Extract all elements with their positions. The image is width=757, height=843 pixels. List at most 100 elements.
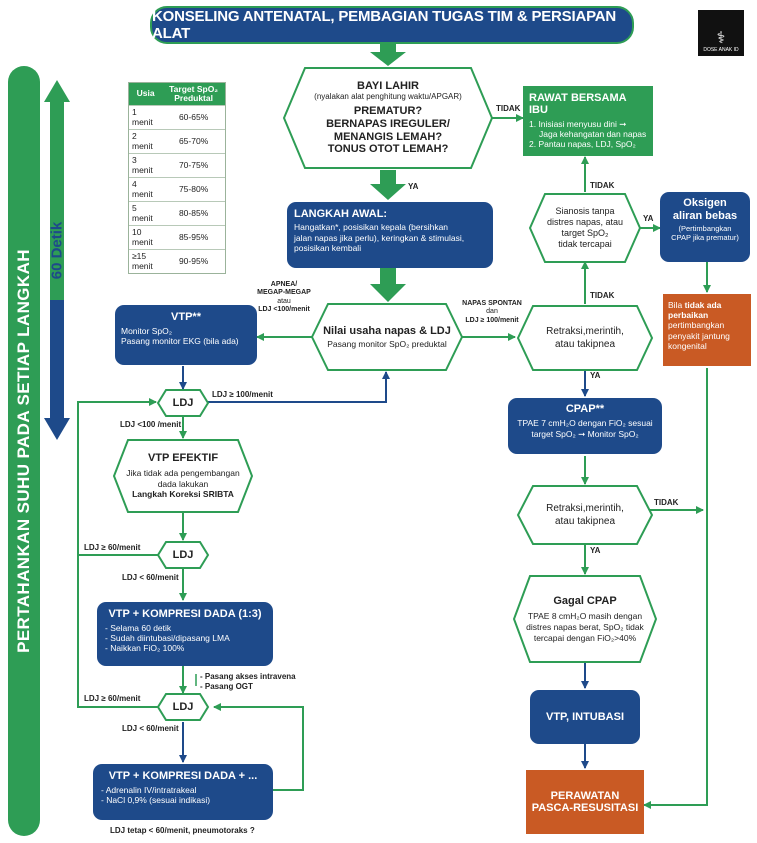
header-banner: KONSELING ANTENATAL, PEMBAGIAN TUGAS TIM… [150, 6, 634, 44]
timer-label: 60 Detik [48, 221, 66, 279]
label-spontan-3: LDJ ≥ 100/menit [465, 316, 519, 324]
oksigen-line-1: (Pertimbangkan [678, 224, 732, 234]
spo2-target-cell: 70-75% [162, 152, 225, 178]
bila-bold-1: tidak ada [684, 300, 722, 310]
kompresi2-line-1: - Adrenalin IV/intratrakeal [101, 785, 197, 795]
vtp-efektif-line-3: Langkah Koreksi SRIBTA [132, 489, 234, 500]
bila-line-2: penyakit jantung [668, 330, 730, 341]
spo2-target-cell: 65-70% [162, 128, 225, 154]
oksigen-title-1: Oksigen [683, 197, 727, 209]
cpap-line-2: target SpO₂ ➞ Monitor SpO₂ [531, 428, 639, 439]
spo2-age-cell: 1 menit [129, 104, 163, 130]
timer-label-wrap: 60 Detik [42, 220, 72, 280]
cpap-line-1: TPAE 7 cmH₂O dengan FiO₂ sesuai [517, 418, 653, 428]
nilai-title: Nilai usaha napas & LDJ [323, 325, 451, 337]
bayi-lahir-q2: BERNAPAS IREGULER/ [326, 117, 450, 130]
kompresi1-line-3: - Naikkan FiO₂ 100% [105, 643, 185, 654]
oksigen-line-2: CPAP jika prematur) [671, 233, 739, 243]
label-tidak-retraksi1: TIDAK [590, 291, 615, 300]
rawat-title: RAWAT BERSAMA IBU [529, 92, 627, 116]
label-ya-retraksi1: YA [590, 371, 601, 380]
vtp-line-2: Pasang monitor EKG (bila ada) [121, 336, 239, 347]
bila-pre: Bila [668, 300, 683, 310]
ldj-node-1-label: LDJ [172, 397, 194, 409]
bayi-lahir-title: BAYI LAHIR [357, 80, 419, 93]
rawat-item-1b: Jaga kehangatan dan napas [539, 129, 647, 140]
label-apnea-2: MEGAP-MEGAP [257, 289, 311, 297]
kompresi1-line-1: - Selama 60 detik [105, 623, 172, 633]
ldj-node-2-label: LDJ [172, 549, 194, 561]
vtp-title: VTP** [171, 311, 201, 323]
vtp-efektif-node: VTP EFEKTIF Jika tidak ada pengembangan … [116, 442, 250, 510]
rawat-item-2: 2. Pantau napas, LDJ, SpO₂ [529, 139, 636, 150]
label-apnea-3: atau [277, 297, 291, 305]
nilai-body: Pasang monitor SpO₂ preduktal [327, 339, 447, 349]
label-apnea-4: LDJ <100/menit [258, 306, 310, 314]
bila-line-1: pertimbangkan [668, 320, 725, 331]
spo2-target-cell: 85-95% [162, 224, 225, 250]
retraksi1-node: Retraksi,merintih, atau takipnea [520, 308, 650, 368]
spo2-target-cell: 75-80% [162, 176, 225, 202]
ldj-node-3: LDJ [158, 694, 208, 720]
cpap-title: CPAP** [565, 403, 605, 415]
perawatan-line-1: PERAWATAN [550, 790, 620, 802]
retraksi1-line-2: atau takipnea [554, 339, 616, 350]
langkah-title: LANGKAH AWAL: [294, 208, 388, 220]
logo-text: DOSE ANAK ID [703, 47, 739, 53]
label-tidak-retraksi2: TIDAK [654, 498, 679, 507]
label-spontan-1: NAPAS SPONTAN [462, 300, 522, 307]
spo2-age-cell: 10 menit [129, 224, 163, 250]
sianosis-line-3: target SpO₂ [561, 228, 609, 238]
spo2-header-target: Target SpO₂ Preduktal [162, 83, 225, 106]
ldj-node-1: LDJ [158, 390, 208, 416]
kompresi1-line-2: - Sudah diintubasi/dipasang LMA [105, 633, 230, 644]
header-title: KONSELING ANTENATAL, PEMBAGIAN TUGAS TIM… [152, 8, 617, 42]
akses-line-1: - Pasang akses intravena [200, 672, 296, 681]
retraksi2-line-2: atau takipnea [554, 516, 616, 527]
vtp-intubasi-title: VTP, INTUBASI [545, 711, 625, 723]
spo2-age-cell: 5 menit [129, 200, 163, 226]
oksigen-node: Oksigen aliran bebas (Pertimbangkan CPAP… [660, 192, 750, 262]
spo2-target-cell: 60-65% [162, 104, 225, 130]
label-ldj-ge60-b: LDJ ≥ 60/menit [84, 694, 141, 703]
langkah-line-3: posisikan kembali [294, 243, 362, 254]
bayi-lahir-node: BAYI LAHIR (nyalakan alat penghitung wak… [290, 70, 486, 166]
label-ldj-ge60-a: LDJ ≥ 60/menit [84, 543, 141, 552]
bayi-lahir-subtitle: (nyalakan alat penghitung waktu/APGAR) [314, 92, 462, 102]
rawat-item-1: 1. Inisiasi menyusu dini ➞ [529, 119, 627, 129]
bayi-lahir-q1: PREMATUR? [353, 105, 423, 118]
label-ya-1: YA [408, 182, 419, 191]
bila-line-3: kongenital [668, 340, 707, 351]
big-arrow-1 [370, 42, 406, 66]
nilai-node: Nilai usaha napas & LDJ Pasang monitor S… [314, 306, 460, 368]
retraksi2-line-1: Retraksi,merintih, [546, 503, 624, 514]
label-tidak-sianosis: TIDAK [590, 181, 615, 190]
rawat-node: RAWAT BERSAMA IBU 1. Inisiasi menyusu di… [523, 86, 653, 156]
vtp-line-1: Monitor SpO₂ [121, 326, 173, 336]
retraksi2-node: Retraksi,merintih, atau takipnea [520, 488, 650, 542]
label-ya-oksigen: YA [643, 214, 654, 223]
logo-icon: ⚕ [716, 30, 726, 47]
bayi-lahir-q3: MENANGIS LEMAH? [333, 130, 443, 143]
label-ldj-tetap: LDJ tetap < 60/menit, pneumotoraks ? [110, 826, 255, 835]
akses-note: - Pasang akses intravena - Pasang OGT [200, 672, 296, 691]
label-tidak-1: TIDAK [496, 104, 521, 113]
vtp-efektif-line-1: Jika tidak ada pengembangan [126, 467, 240, 478]
oksigen-title-2: aliran bebas [672, 209, 738, 222]
big-arrow-3 [370, 268, 406, 302]
sianosis-line-2: distres napas, atau [546, 216, 624, 227]
ldj-node-3-label: LDJ [172, 701, 194, 713]
spo2-target-cell: 90-95% [162, 248, 225, 273]
label-spontan-2: dan [486, 308, 498, 316]
sidebar-label: PERTAHANKAN SUHU PADA SETIAP LANGKAH [14, 249, 33, 653]
gagal-node: Gagal CPAP TPAE 8 cmH₂O masih dengan dis… [516, 578, 654, 660]
vtp-node: VTP** Monitor SpO₂ Pasang monitor EKG (b… [115, 305, 257, 365]
logo: ⚕ DOSE ANAK ID [698, 10, 744, 56]
cpap-node: CPAP** TPAE 7 cmH₂O dengan FiO₂ sesuai t… [508, 398, 662, 454]
langkah-line-2: jalan napas jika perlu), keringkan & sti… [294, 232, 465, 243]
